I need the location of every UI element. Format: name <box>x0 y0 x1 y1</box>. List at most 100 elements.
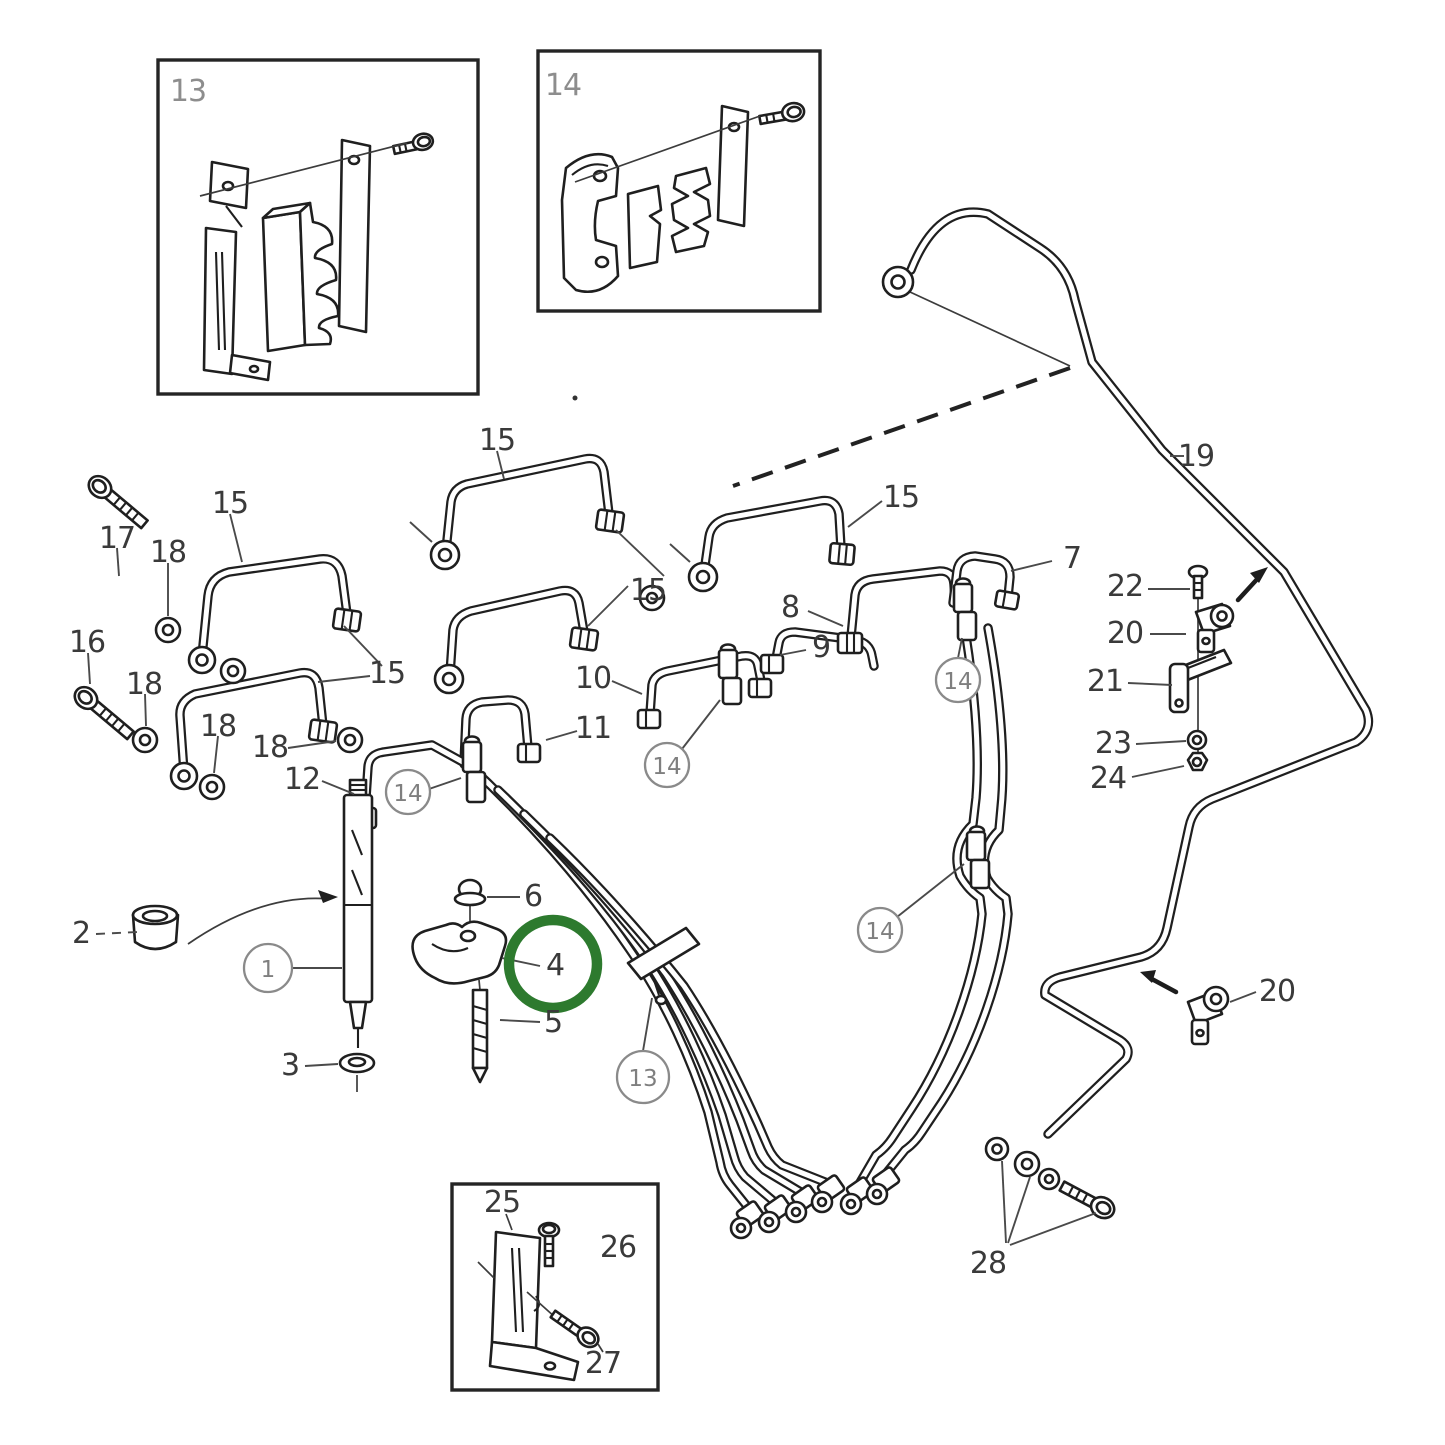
clamp-4 <box>411 920 508 985</box>
inset-box-14 <box>536 49 822 313</box>
clamp-bar-13 <box>626 926 701 1006</box>
banjo-bolt-set-28 <box>984 1136 1116 1220</box>
rubber-block <box>261 201 340 353</box>
label-21: 21 <box>1087 664 1123 699</box>
label-15-a: 15 <box>212 486 248 521</box>
nut-24 <box>1186 751 1209 772</box>
clamp-14-c <box>952 577 978 642</box>
bolt-26 <box>537 1221 561 1268</box>
banjo-fittings <box>169 265 915 1240</box>
rubber-insert-b <box>670 166 712 254</box>
circled-callout-14-a: 14 <box>393 781 422 807</box>
label-15-c: 15 <box>630 573 666 608</box>
pipe-clamps <box>461 577 991 1006</box>
label-18-c: 18 <box>200 709 236 744</box>
label-12: 12 <box>284 762 320 797</box>
label-11: 11 <box>575 711 611 746</box>
injector-1 <box>342 778 374 1048</box>
flat-strap <box>337 138 372 334</box>
p-clamp-20-upper <box>1194 602 1235 654</box>
label-24: 24 <box>1090 761 1126 796</box>
pointer-arrowhead-lower <box>1140 970 1156 983</box>
connection-dashed-line <box>732 366 1071 488</box>
lower-right-hardware <box>984 970 1230 1220</box>
bracket-strap <box>202 160 272 382</box>
label-23: 23 <box>1095 726 1131 761</box>
label-8: 8 <box>781 590 799 625</box>
clamp-bolt <box>758 101 806 126</box>
label-20-upper: 20 <box>1107 616 1143 651</box>
inset-box-25 <box>450 1182 660 1392</box>
label-18-b: 18 <box>126 667 162 702</box>
circled-callout-1: 1 <box>261 957 276 983</box>
washer-18-f <box>638 584 666 612</box>
washer-18-b <box>219 657 247 685</box>
sealing-washer-3 <box>338 1052 376 1074</box>
bolt-27 <box>549 1309 600 1349</box>
label-16: 16 <box>69 625 105 660</box>
bolt-17 <box>87 474 149 530</box>
injector-assembly <box>131 778 508 1084</box>
label-4: 4 <box>546 948 564 983</box>
inset-box-13 <box>156 58 480 396</box>
label-6: 6 <box>524 879 542 914</box>
label-7: 7 <box>1063 541 1081 576</box>
inset-14-title: 14 <box>545 68 581 103</box>
label-17: 17 <box>99 521 135 556</box>
rubber-insert-a <box>626 184 663 270</box>
washer-18-a <box>154 616 182 644</box>
clamp-14-d <box>965 825 991 890</box>
washer-23 <box>1186 729 1208 751</box>
label-18-d: 18 <box>252 730 288 765</box>
nut-6 <box>453 878 487 907</box>
label-2: 2 <box>72 916 90 951</box>
label-20-lower: 20 <box>1259 974 1295 1009</box>
bolt-16 <box>73 685 135 741</box>
strap-bolt <box>391 132 435 156</box>
label-15-d: 15 <box>369 656 405 691</box>
label-15-e: 15 <box>883 480 919 515</box>
bracket-hardware-right <box>1168 564 1268 772</box>
circled-callout-13: 13 <box>628 1066 657 1092</box>
clamp-strap <box>716 104 750 228</box>
label-9: 9 <box>812 630 830 665</box>
part-labels: 13 14 25 26 27 15 15 15 15 15 17 16 18 1… <box>69 68 1296 1381</box>
mounting-bolts-washers <box>73 474 666 801</box>
pointer-arrow-lower <box>1147 975 1179 995</box>
label-5: 5 <box>544 1005 562 1040</box>
l-bracket-21 <box>1168 648 1233 714</box>
cap-nut-2 <box>131 904 180 951</box>
label-15-b: 15 <box>479 423 515 458</box>
clamp-14-b <box>717 643 743 706</box>
label-25: 25 <box>484 1185 520 1220</box>
l-bracket-25 <box>488 1230 580 1382</box>
stray-dot <box>572 395 578 401</box>
assembly-arrowhead <box>318 890 338 903</box>
bolt-22 <box>1187 564 1209 600</box>
label-27: 27 <box>585 1346 621 1381</box>
leader-lines <box>87 450 1257 1246</box>
circled-callout-14-d: 14 <box>865 919 894 945</box>
circled-callout-14-c: 14 <box>943 669 972 695</box>
assembly-arrow-curve <box>187 897 331 945</box>
p-clamp-20-lower <box>1186 985 1230 1046</box>
label-28: 28 <box>970 1246 1006 1281</box>
label-10: 10 <box>575 661 611 696</box>
circled-callout-14-b: 14 <box>652 754 681 780</box>
pointer-arrowhead-upper <box>1250 567 1268 583</box>
washer-18-e <box>336 726 364 754</box>
washer-18-c <box>131 726 159 754</box>
circled-callouts: 1 13 14 14 14 14 <box>242 656 982 1105</box>
inset-13-title: 13 <box>170 74 206 109</box>
label-19: 19 <box>1178 439 1214 474</box>
label-3: 3 <box>281 1048 299 1083</box>
clamp-14-a <box>461 735 487 804</box>
washer-18-d <box>198 773 226 801</box>
clamp-body <box>560 153 620 294</box>
label-22: 22 <box>1107 569 1143 604</box>
stud-5 <box>471 988 489 1084</box>
label-18-a: 18 <box>150 535 186 570</box>
highlight-ring-part-4 <box>503 914 603 1014</box>
